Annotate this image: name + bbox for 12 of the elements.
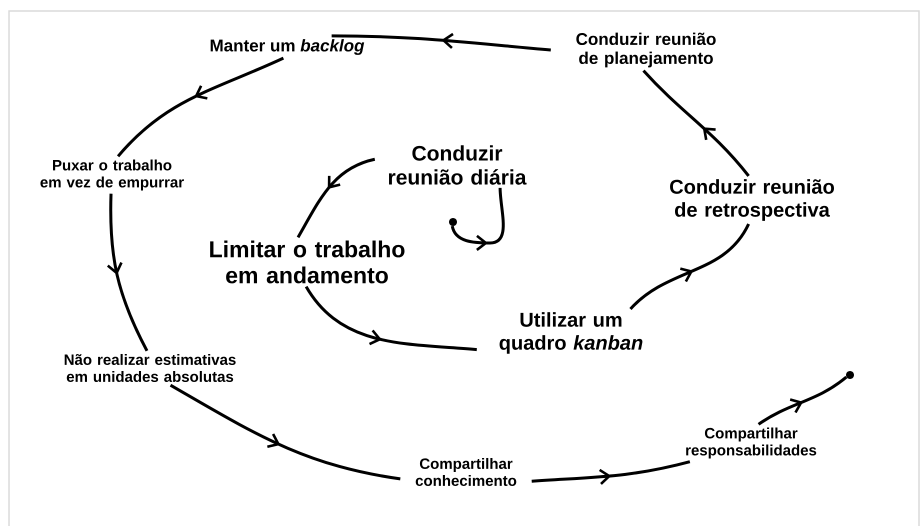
end-dot [846, 370, 854, 379]
step-label: Puxar o trabalho em vez de empurrar [40, 160, 184, 190]
step-label: Utilizar um quadro kanban [500, 312, 642, 354]
step-label: Compartilhar conhecimento [416, 458, 516, 486]
step-label: Não realizar estimativas em unidades absolutas [64, 354, 236, 382]
step-label: Conduzir reunião de planejamento [576, 32, 716, 68]
step-label: Compartilhar responsabilidades [686, 428, 816, 458]
step-label: Conduzir reunião diária [388, 145, 527, 185]
step-label: Limitar o trabalho em andamento [210, 240, 404, 284]
step-label: Manter um backlog [210, 39, 364, 55]
end-dot [449, 218, 457, 226]
step-label: Conduzir reunião de retrospectiva [670, 179, 834, 221]
